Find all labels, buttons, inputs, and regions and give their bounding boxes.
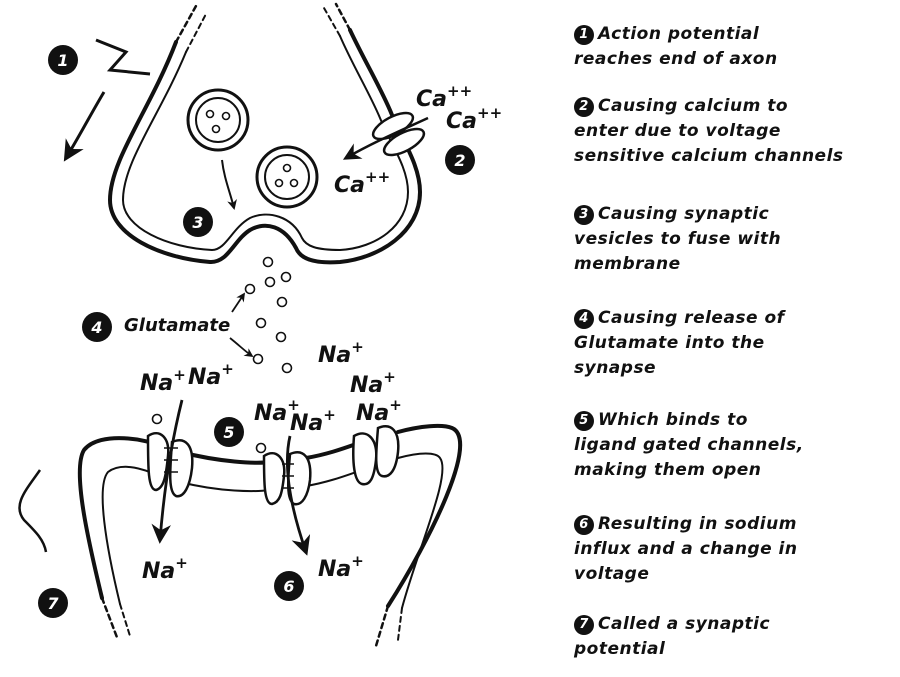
calcium-influx-arrow [342, 116, 429, 160]
step-text-line: ligand gated channels, [574, 435, 804, 455]
step-text-line: Action potential [598, 24, 760, 44]
svg-text:Na+: Na+ [318, 552, 364, 582]
synaptic-potential-wave [18, 469, 48, 553]
svg-text:Ca++: Ca++ [416, 82, 472, 112]
sodium-ion-label: Na+ [350, 368, 396, 398]
svg-text:Na+: Na+ [290, 406, 336, 436]
bound-glutamate [151, 413, 163, 425]
ligand-gated-channel [262, 451, 312, 506]
step-text-line: potential [574, 639, 666, 659]
step-6: 6 Resulting in sodium influx and a chang… [574, 512, 894, 587]
sodium-ion-label: Na+ [254, 396, 300, 426]
action-potential-signal [63, 38, 151, 162]
synaptic-vesicle [186, 88, 250, 152]
step-number-badge: 5 [574, 411, 594, 431]
step-text-line: reaches end of axon [574, 49, 778, 69]
calcium-ion-label: Ca++ [334, 168, 390, 198]
sodium-ion-label: Na+ [356, 396, 402, 426]
svg-text:Na+: Na+ [188, 360, 234, 390]
glutamate-label: Glutamate [124, 315, 230, 336]
ligand-gated-channel [352, 425, 400, 486]
step-number-badge: 2 [574, 97, 594, 117]
svg-text:Na+: Na+ [140, 366, 186, 396]
svg-text:Na+: Na+ [350, 368, 396, 398]
svg-text:5: 5 [223, 423, 234, 442]
glutamate-pointer-arrows [229, 292, 254, 357]
sodium-ion-label: Na+ [290, 406, 336, 436]
step-text-line: Causing calcium to [598, 96, 789, 116]
step-badge-3: 3 [183, 207, 213, 237]
sodium-ion-label: Na+ [188, 360, 234, 390]
step-text-line: sensitive calcium channels [574, 146, 844, 166]
step-badge-1: 1 [48, 45, 78, 75]
step-badge-6: 6 [274, 571, 304, 601]
step-text-line: making them open [574, 460, 762, 480]
synaptic-vesicle [255, 145, 319, 209]
step-3: 3 Causing synaptic vesicles to fuse with… [574, 202, 894, 277]
step-text-line: Glutamate into the [574, 333, 765, 353]
glutamate-molecules [244, 256, 293, 374]
step-number-badge: 3 [574, 205, 594, 225]
step-text-line: Causing synaptic [598, 204, 770, 224]
svg-text:1: 1 [57, 51, 68, 70]
svg-text:Na+: Na+ [318, 338, 364, 368]
sodium-ion-label: Na+ [318, 338, 364, 368]
step-1: 1 Action potential reaches end of axon [574, 22, 894, 72]
step-text-line: Which binds to [598, 410, 748, 430]
step-text-line: Called a synaptic [598, 614, 771, 634]
step-badge-7: 7 [38, 588, 68, 618]
step-number-badge: 4 [574, 309, 594, 329]
step-text-line: Resulting in sodium [598, 514, 797, 534]
calcium-channel [371, 111, 426, 157]
step-text-line: vesicles to fuse with [574, 229, 782, 249]
calcium-ion-label: Ca++ [446, 104, 502, 134]
svg-text:Ca++: Ca++ [446, 104, 502, 134]
step-text-line: Causing release of [598, 308, 785, 328]
svg-text:Na+: Na+ [142, 554, 188, 584]
step-5: 5 Which binds to ligand gated channels, … [574, 408, 894, 483]
step-number-badge: 1 [574, 25, 594, 45]
step-2: 2 Causing calcium to enter due to voltag… [574, 94, 894, 169]
step-number-badge: 6 [574, 515, 594, 535]
svg-text:Ca++: Ca++ [334, 168, 390, 198]
sodium-ion-label: Na+ [318, 552, 364, 582]
step-badge-4: 4 [82, 312, 112, 342]
svg-text:4: 4 [90, 318, 102, 337]
step-text-line: influx and a change in [574, 539, 798, 559]
vesicle-fusion-arrow [221, 159, 237, 210]
sodium-influx-arrows [151, 399, 311, 556]
step-text-line: enter due to voltage [574, 121, 781, 141]
svg-text:Na+: Na+ [254, 396, 300, 426]
svg-text:7: 7 [47, 594, 59, 613]
step-7: 7 Called a synaptic potential [574, 612, 894, 662]
step-badge-2: 2 [445, 145, 475, 175]
step-text-line: synapse [574, 358, 657, 378]
sodium-ion-label: Na+ [142, 554, 188, 584]
step-badge-5: 5 [214, 417, 244, 447]
step-number-badge: 7 [574, 615, 594, 635]
svg-text:Na+: Na+ [356, 396, 402, 426]
bound-glutamate [255, 442, 267, 454]
sodium-ion-label: Na+ [140, 366, 186, 396]
svg-text:6: 6 [283, 577, 294, 596]
ligand-gated-channel [146, 431, 194, 498]
step-text-line: voltage [574, 564, 650, 584]
calcium-ion-label: Ca++ [416, 82, 472, 112]
step-4: 4 Causing release of Glutamate into the … [574, 306, 894, 381]
step-text-line: membrane [574, 254, 681, 274]
svg-text:2: 2 [454, 151, 465, 170]
svg-text:3: 3 [192, 213, 203, 232]
